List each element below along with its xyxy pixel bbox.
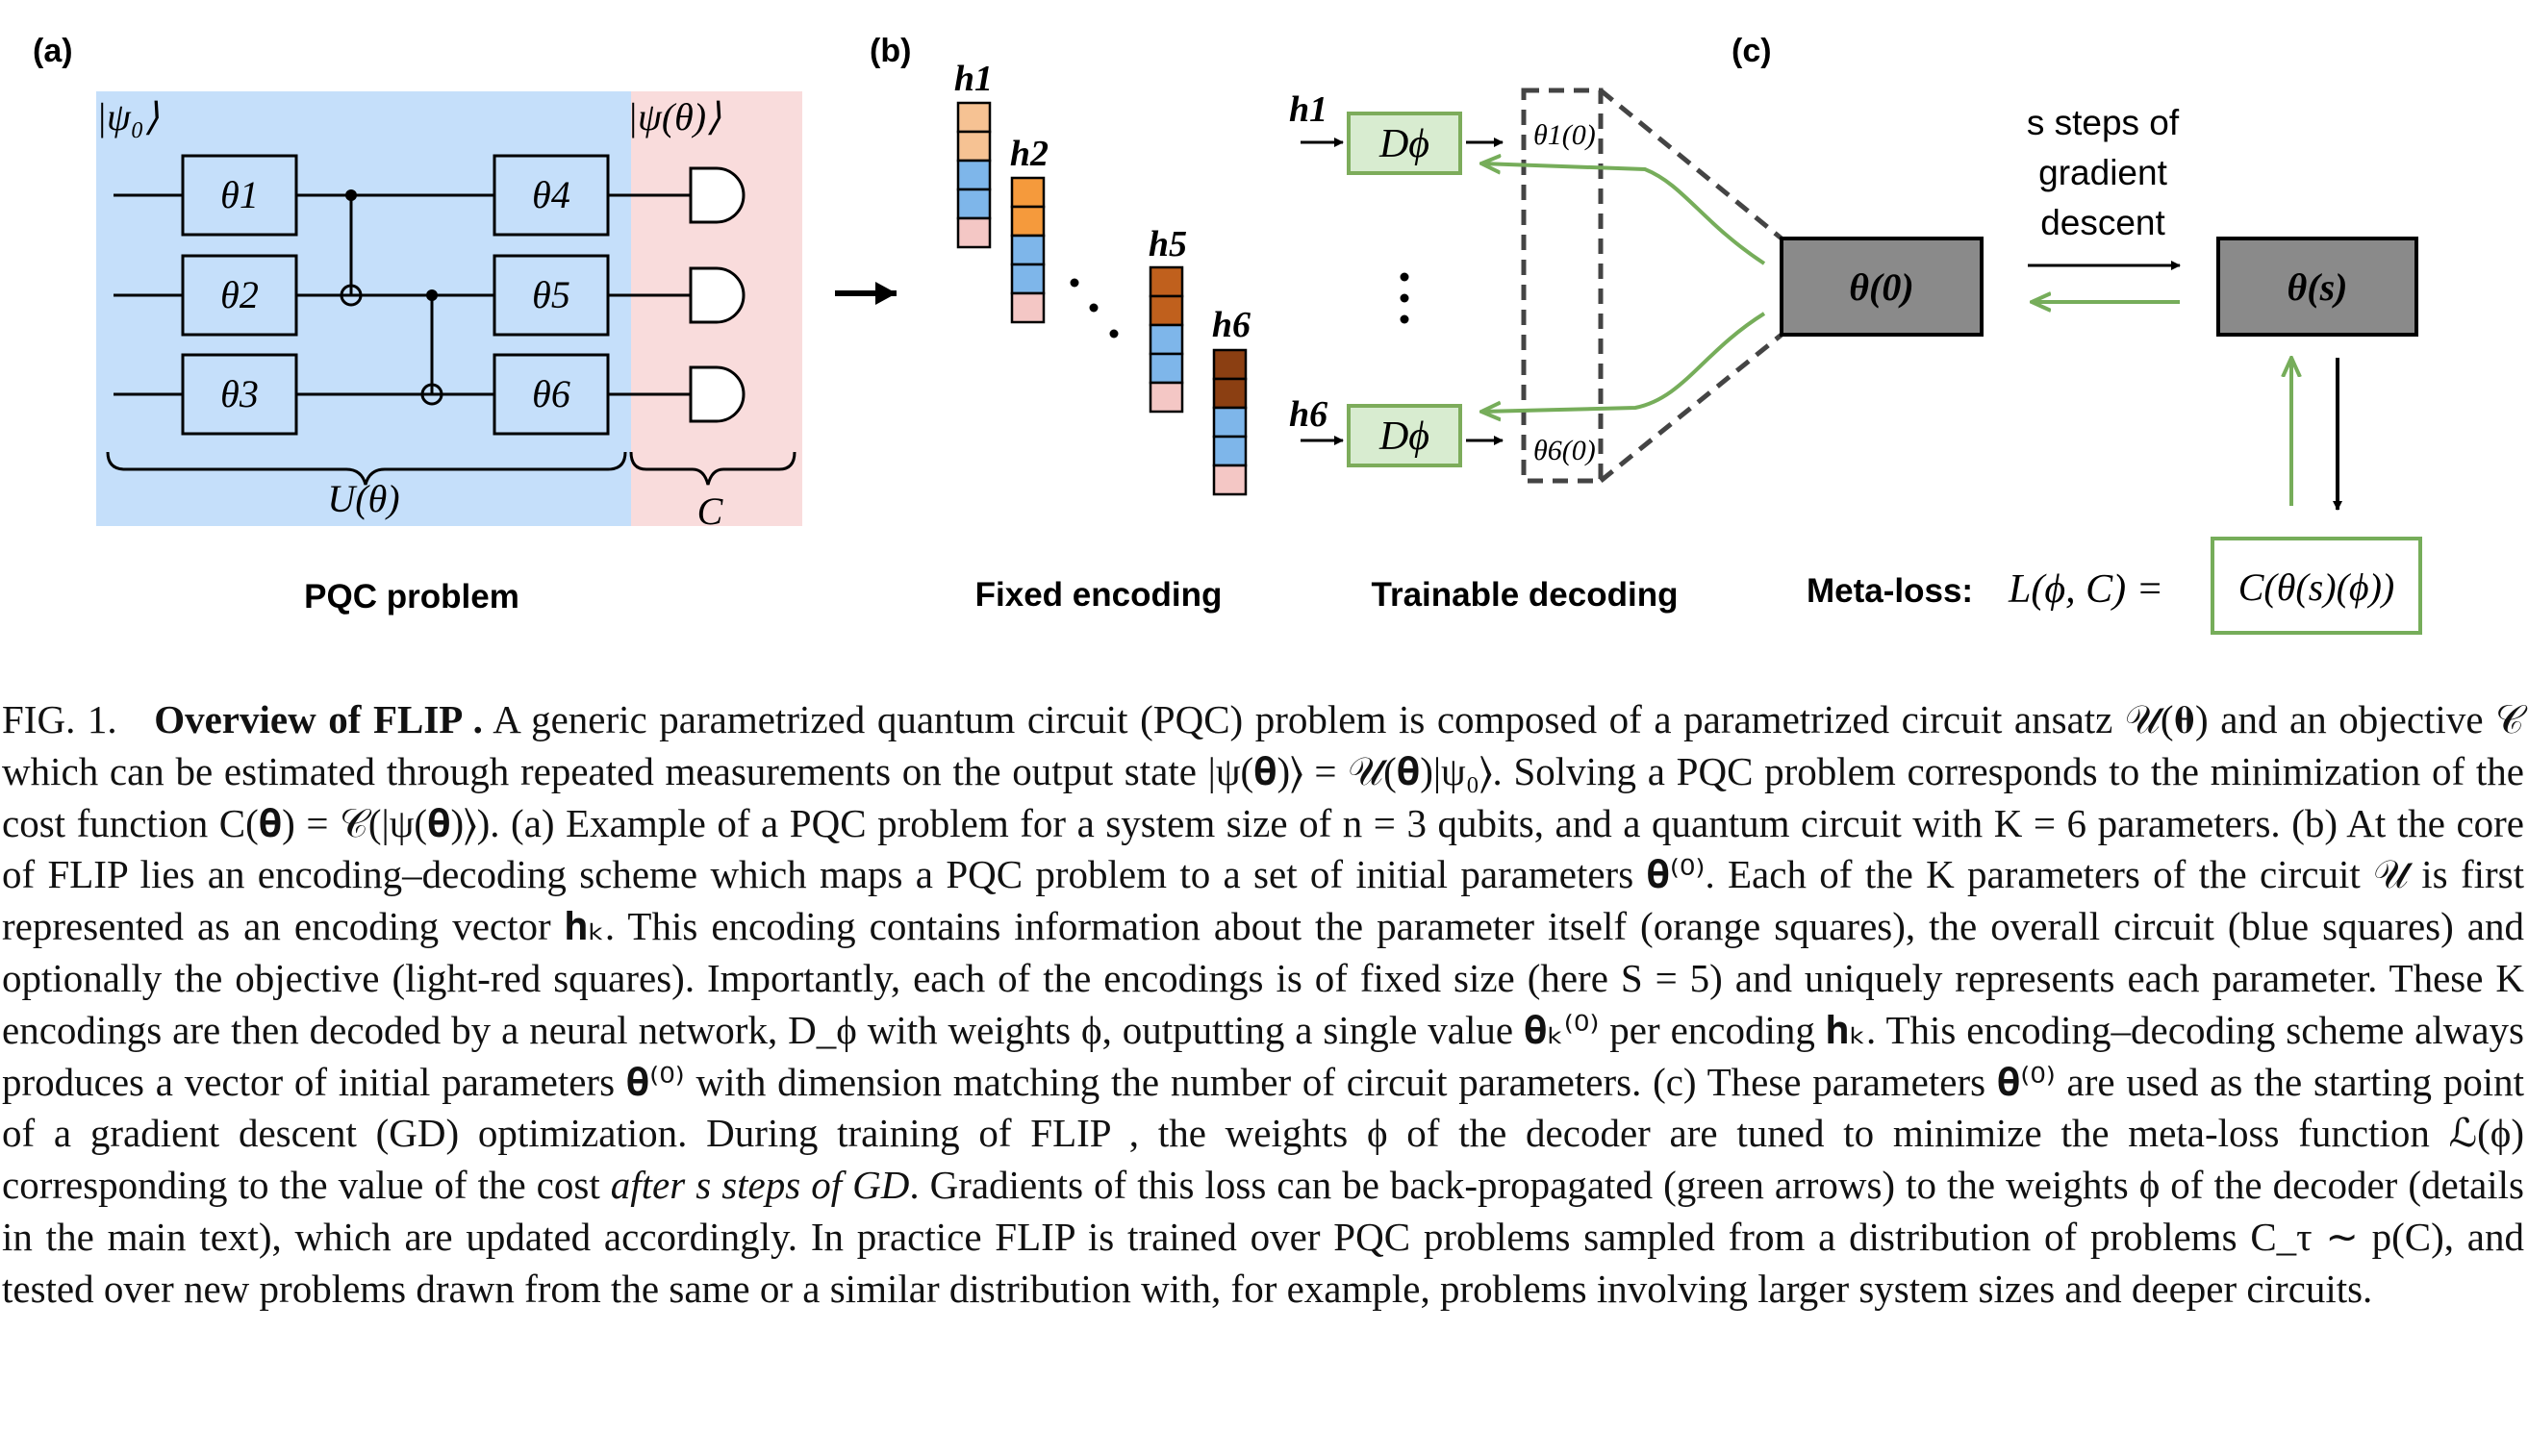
- encoding-label-h1: h1: [954, 59, 993, 99]
- decoder-output-theta1: θ1(0): [1533, 119, 1596, 151]
- output-state-label: |ψ(θ)⟩: [627, 95, 721, 138]
- meta-loss-expression: L(ϕ, C) =: [2008, 567, 2163, 612]
- vertical-ellipsis: [1400, 272, 1409, 324]
- panel-a: (a) |ψ₀⟩ |ψ(θ)⟩ θ1: [33, 33, 802, 615]
- dashed-projection-bottom: [1599, 333, 1783, 483]
- gradient-arrow-to-decoder-bottom: [1481, 312, 1766, 412]
- encoding-vector-h5: [1149, 265, 1184, 414]
- panel-b: (b) h1 h2 h5: [870, 33, 1783, 614]
- cnot-gate-1: [340, 189, 363, 307]
- input-state-label: |ψ₀⟩: [96, 95, 160, 138]
- gd-steps-line-2: gradient: [2038, 153, 2167, 192]
- gate-theta-2: θ2: [181, 254, 298, 337]
- figure-number: FIG. 1.: [2, 697, 117, 741]
- decoder-input-h6: h6: [1289, 394, 1327, 435]
- encoding-vector-h6: [1212, 348, 1248, 496]
- svg-text:θ5: θ5: [532, 273, 570, 316]
- svg-text:θ6: θ6: [532, 372, 570, 415]
- encoding-vector-h1: [956, 101, 992, 249]
- caption-italic-phrase: after s steps of GD: [610, 1163, 910, 1208]
- meta-loss-box: C(θ(s)(ϕ)): [2211, 537, 2422, 635]
- theta0-vector-dashed-box: [1521, 88, 1604, 484]
- unitary-label: U(θ): [327, 477, 399, 520]
- encoding-label-h5: h5: [1149, 224, 1187, 264]
- svg-text:θ(0): θ(0): [1849, 265, 1913, 309]
- objective-brace: [629, 451, 796, 486]
- decoder-output-theta6: θ6(0): [1533, 435, 1596, 466]
- initial-params-box: θ(0): [1780, 237, 1984, 337]
- gradient-arrow-to-decoder-top: [1481, 163, 1766, 265]
- panel-c-label: (c): [1732, 33, 1772, 69]
- svg-text:θ2: θ2: [220, 273, 259, 316]
- decoder-box-bottom: Dϕ: [1347, 404, 1462, 467]
- pqc-problem-caption: PQC problem: [304, 578, 519, 615]
- encoding-label-h2: h2: [1010, 134, 1049, 174]
- panel-b-label: (b): [870, 33, 911, 69]
- gate-theta-4: θ4: [493, 154, 610, 237]
- svg-text:θ1: θ1: [220, 173, 259, 216]
- fixed-encoding-caption: Fixed encoding: [975, 576, 1223, 614]
- figure-title: Overview of FLIP .: [154, 697, 483, 741]
- svg-text:θ4: θ4: [532, 173, 570, 216]
- caption-body: A generic parametrized quantum circuit (…: [2, 697, 2524, 1208]
- dashed-projection-top: [1599, 88, 1783, 240]
- objective-label: C: [697, 490, 724, 533]
- gd-steps-line-3: descent: [2040, 203, 2165, 242]
- svg-text:Dϕ: Dϕ: [1378, 122, 1429, 166]
- svg-text:C(θ(s)(ϕ)): C(θ(s)(ϕ)): [2238, 565, 2395, 609]
- svg-text:θ(s): θ(s): [2288, 265, 2348, 309]
- gate-theta-1: θ1: [181, 154, 298, 237]
- ellipsis-dots: [1070, 278, 1119, 339]
- gate-theta-3: θ3: [181, 353, 298, 436]
- panel-c: (c) θ(0) s steps of gradient descent θ(s…: [1732, 33, 2422, 635]
- meta-loss-label: Meta-loss:: [1807, 572, 1973, 610]
- final-params-box: θ(s): [2216, 237, 2418, 337]
- unitary-brace: [106, 451, 627, 486]
- gate-theta-6: θ6: [493, 353, 610, 436]
- trainable-decoding-caption: Trainable decoding: [1372, 576, 1679, 614]
- figure-1: (a) |ψ₀⟩ |ψ(θ)⟩ θ1: [33, 33, 2422, 635]
- measurement-icons: [689, 166, 746, 423]
- encoding-vector-h2: [1010, 176, 1046, 324]
- figure-caption: FIG. 1. Overview of FLIP . A generic par…: [2, 694, 2524, 1316]
- gate-theta-5: θ5: [493, 254, 610, 337]
- decoder-box-top: Dϕ: [1347, 112, 1462, 175]
- svg-text:Dϕ: Dϕ: [1378, 414, 1429, 459]
- decoder-input-h1: h1: [1289, 89, 1327, 130]
- cnot-gate-2: [420, 289, 443, 406]
- svg-text:θ3: θ3: [220, 372, 259, 415]
- encoding-label-h6: h6: [1212, 305, 1251, 345]
- panel-a-label: (a): [33, 33, 73, 69]
- gd-steps-line-1: s steps of: [2027, 103, 2180, 142]
- caption-body-end: . Gradients of this loss can be back-pro…: [2, 1163, 2525, 1311]
